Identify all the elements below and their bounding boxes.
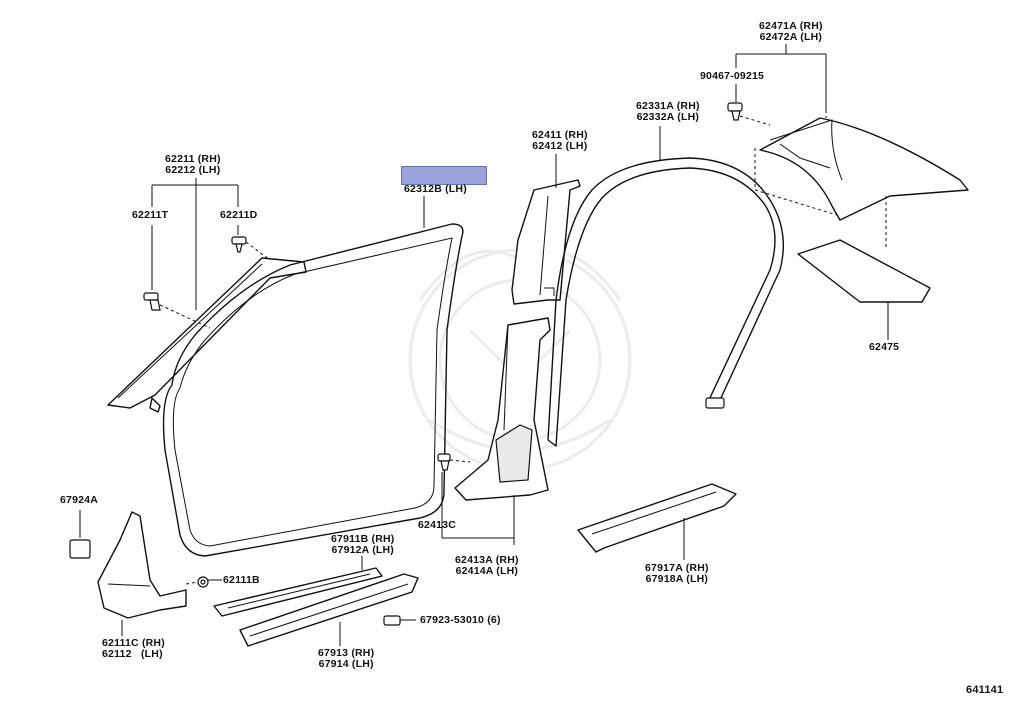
label-67924A: 67924A [60, 494, 98, 506]
clip-67923-53010 [383, 615, 401, 626]
clip-90467-09215 [727, 102, 743, 121]
label-62331A: 62331A (RH)62332A (LH) [636, 100, 700, 123]
clip-62211T [143, 292, 161, 311]
label-62312B: 62312B (LH) [404, 183, 467, 195]
clip-62211D [231, 236, 247, 253]
rear-door-weatherstrip [547, 157, 785, 447]
label-67917A: 67917A (RH)67918A (LH) [645, 562, 709, 585]
center-pillar-upper-garnish [511, 179, 581, 305]
label-67923: 67923-53010 (6) [420, 614, 501, 626]
label-641141: 641141 [966, 684, 1004, 696]
label-62475: 62475 [869, 341, 900, 353]
label-67911B: 67911B (RH)67912A (LH) [331, 533, 395, 556]
center-pillar-lower-garnish [454, 317, 551, 501]
label-62211T: 62211T [132, 209, 169, 221]
front-scuff-plate-inner [239, 573, 419, 647]
label-90467: 90467-09215 [700, 70, 765, 82]
rear-scuff-plate [577, 483, 737, 553]
redacted-highlight-box [401, 166, 487, 185]
package-tray-panel [797, 239, 931, 303]
label-62471A: 62471A (RH)62472A (LH) [759, 20, 823, 43]
label-67913: 67913 (RH)67914 (LH) [318, 647, 375, 670]
cowl-side-trim [97, 511, 187, 619]
label-62413A: 62413A (RH)62414A (LH) [455, 554, 519, 577]
label-62411: 62411 (RH)62412 (LH) [532, 129, 588, 152]
label-62211: 62211 (RH)62212 (LH) [165, 153, 221, 176]
label-62211D: 62211D [220, 209, 258, 221]
label-62413C: 62413C [418, 519, 456, 531]
clip-67924A [69, 539, 91, 559]
front-scuff-plate-outer [213, 567, 383, 617]
label-62111B: 62111B [223, 574, 260, 586]
clip-62111B [197, 576, 209, 588]
package-tray-trim [759, 117, 969, 221]
front-pillar-garnish [107, 257, 307, 413]
clip-62413C [437, 453, 451, 471]
label-62111C: 62111C (RH)62112 (LH) [102, 637, 165, 660]
front-door-weatherstrip [162, 223, 464, 557]
